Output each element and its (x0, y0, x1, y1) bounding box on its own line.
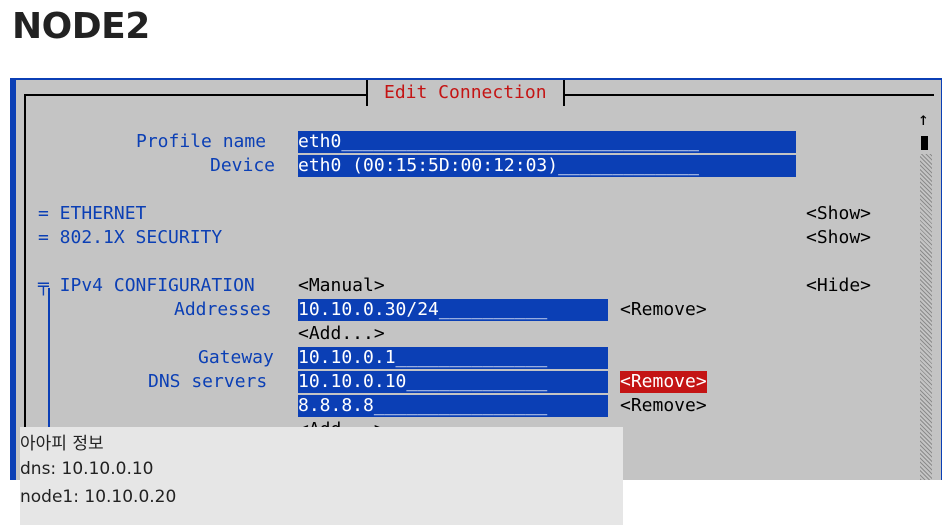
scrollbar-track[interactable] (920, 154, 932, 480)
dns-remove-button[interactable]: <Remove> (620, 371, 707, 393)
ethernet-show-button[interactable]: <Show> (806, 203, 872, 224)
dialog-frame-left (24, 94, 26, 480)
ipv4-method-select[interactable]: <Manual> (298, 275, 385, 296)
edit-connection-dialog: Edit Connection ↑ Profile name eth0_____… (16, 80, 941, 480)
note-line: node1: 10.10.0.20 (20, 487, 177, 507)
page-title: NODE2 (12, 6, 150, 47)
dialog-title: Edit Connection (366, 80, 565, 106)
dns-server-field[interactable]: 10.10.0.10_____________ (298, 371, 608, 393)
device-label: Device (210, 155, 276, 176)
profile-name-label: Profile name (136, 131, 267, 152)
security-section-label: = 802.1X SECURITY (38, 227, 223, 248)
address-field[interactable]: 10.10.0.30/24__________ (298, 299, 608, 321)
ipv4-hide-button[interactable]: <Hide> (806, 275, 872, 296)
addresses-label: Addresses (174, 299, 272, 320)
ip-info-note: 아아피 정보 dns: 10.10.0.10 node1: 10.10.0.20 (20, 427, 623, 525)
ipv4-section-bar (48, 288, 50, 480)
ethernet-section-label: = ETHERNET (38, 203, 147, 224)
gateway-field[interactable]: 10.10.0.1______________ (298, 347, 608, 369)
dns-remove-button[interactable]: <Remove> (620, 395, 707, 416)
device-field[interactable]: eth0 (00:15:5D:00:12:03)_____________ (298, 155, 796, 177)
scrollbar-thumb[interactable] (921, 136, 928, 150)
note-line: dns: 10.10.0.10 (20, 459, 154, 479)
profile-name-field[interactable]: eth0_________________________________ (298, 131, 796, 153)
dns-server-field[interactable]: 8.8.8.8________________ (298, 395, 608, 417)
security-show-button[interactable]: <Show> (806, 227, 872, 248)
terminal-window: Edit Connection ↑ Profile name eth0_____… (10, 78, 942, 480)
gateway-label: Gateway (198, 347, 274, 368)
ipv4-section-label: ╤ IPv4 CONFIGURATION (38, 275, 255, 296)
address-add-button[interactable]: <Add...> (298, 323, 385, 344)
address-remove-button[interactable]: <Remove> (620, 299, 707, 320)
note-heading: 아아피 정보 (20, 434, 104, 454)
scroll-up-arrow-icon[interactable]: ↑ (918, 109, 929, 130)
dns-servers-label: DNS servers (148, 371, 268, 392)
